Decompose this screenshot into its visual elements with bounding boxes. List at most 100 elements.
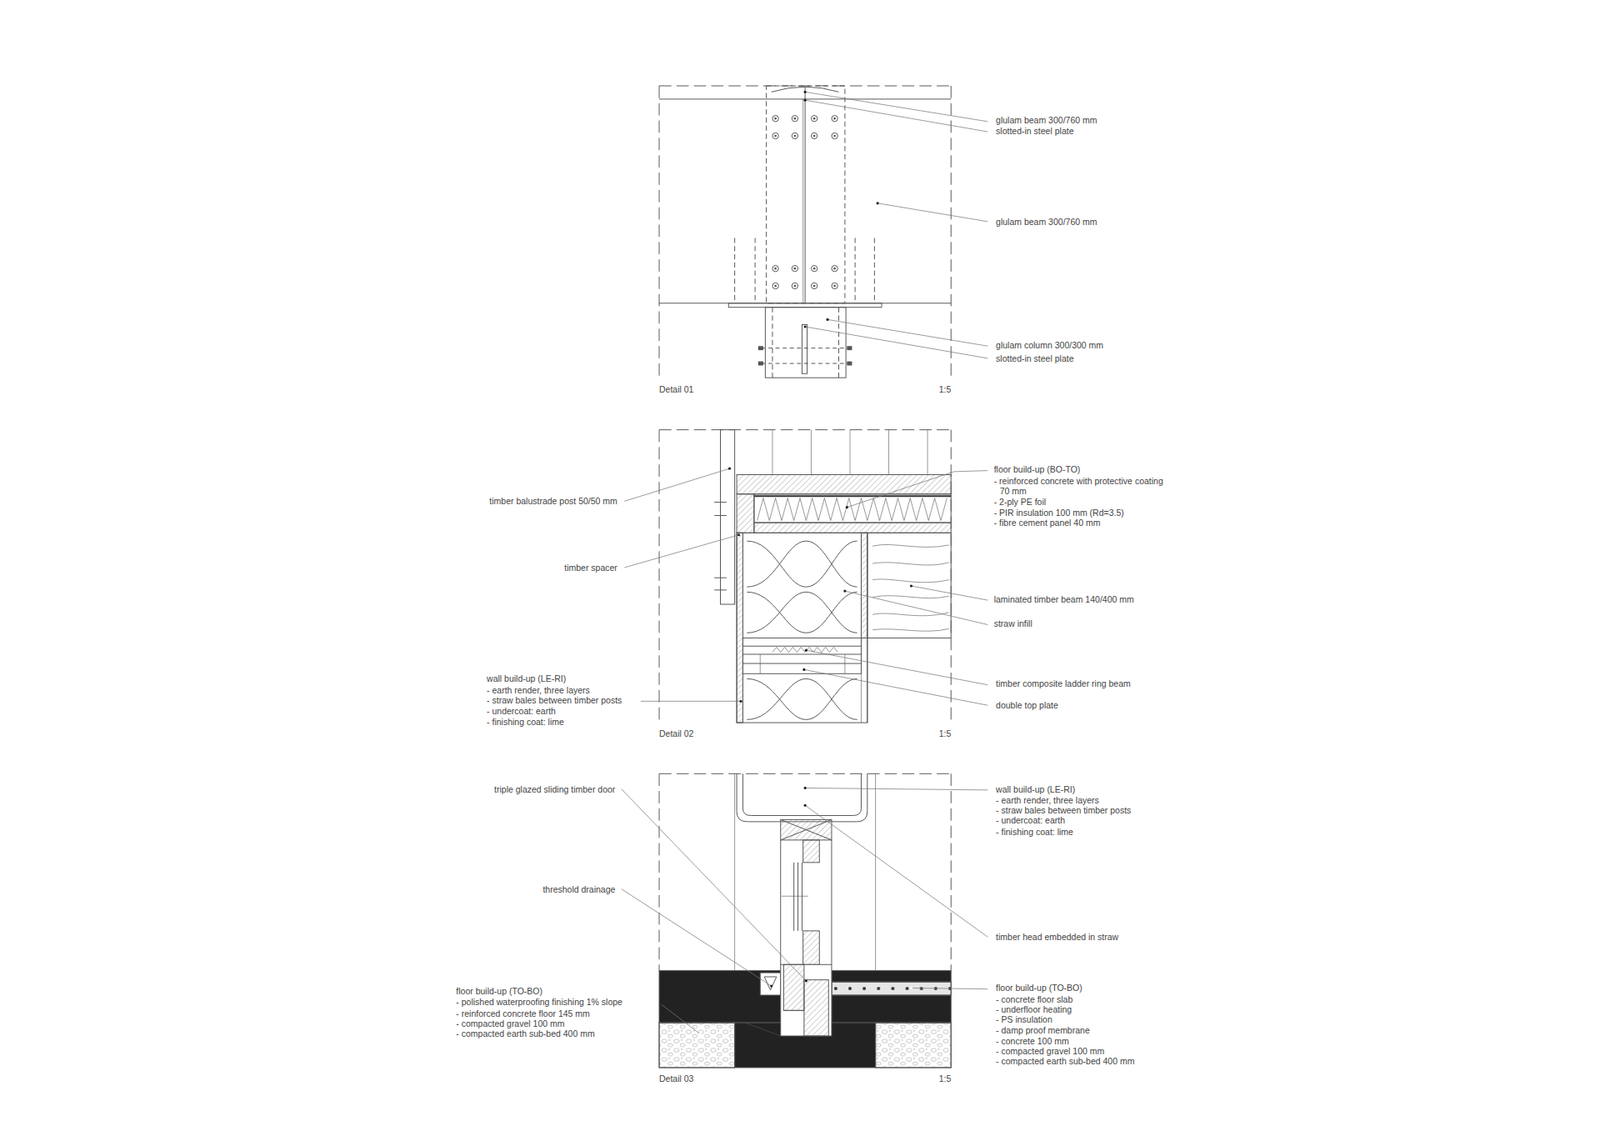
drawing-stroke bbox=[714, 501, 727, 503]
drawing-stroke bbox=[746, 591, 857, 633]
drawing-stroke bbox=[772, 265, 779, 272]
drawing-stroke bbox=[754, 522, 951, 533]
drawing-stroke bbox=[875, 201, 879, 205]
drawing-stroke bbox=[810, 282, 817, 289]
drawing-stroke bbox=[810, 115, 817, 122]
drawing-stroke bbox=[791, 265, 798, 272]
drawing-stroke bbox=[950, 773, 952, 970]
annotation-label: - straw bales between timber posts bbox=[486, 695, 622, 705]
annotation-label: - undercoat: earth bbox=[486, 705, 556, 716]
drawing-stroke bbox=[810, 132, 817, 139]
drawing-stroke bbox=[872, 579, 950, 583]
drawing-stroke bbox=[831, 282, 838, 289]
drawing-stroke bbox=[867, 532, 951, 638]
drawing-stroke bbox=[797, 862, 799, 931]
drawing-stroke bbox=[845, 505, 849, 509]
drawing-stroke bbox=[772, 115, 838, 290]
drawing-stroke bbox=[659, 970, 781, 1023]
drawing-stroke bbox=[746, 678, 857, 720]
leader-lines bbox=[621, 91, 989, 1034]
drawing-stroke bbox=[771, 307, 773, 378]
drawing-stroke bbox=[805, 979, 808, 982]
drawing-stroke bbox=[791, 132, 798, 139]
drawing-stroke bbox=[872, 595, 950, 599]
drawing-stroke bbox=[805, 649, 808, 652]
drawing-stroke bbox=[845, 590, 988, 625]
annotation-label: - compacted gravel 100 mm bbox=[995, 1045, 1105, 1056]
annotation-label: - finishing coat: lime bbox=[995, 826, 1074, 837]
drawing-stroke bbox=[791, 115, 798, 122]
drawing-stroke bbox=[844, 654, 845, 674]
drawing-stroke bbox=[804, 325, 807, 328]
drawing-stroke bbox=[621, 789, 807, 981]
drawing-stroke bbox=[872, 628, 950, 631]
drawing-stroke bbox=[742, 645, 861, 647]
drawing-stroke bbox=[874, 237, 875, 303]
drawing-stroke bbox=[736, 494, 755, 534]
drawing-stroke bbox=[766, 85, 845, 304]
annotation-label: - damp proof membrane bbox=[995, 1025, 1090, 1035]
drawing-stroke bbox=[830, 840, 832, 965]
drawing-stroke bbox=[736, 532, 743, 723]
annotation-label: - concrete 100 mm bbox=[995, 1035, 1070, 1046]
drawing-stroke bbox=[831, 265, 838, 272]
annotation-label: - compacted earth sub-bed 400 mm bbox=[995, 1055, 1135, 1066]
annotation-label: - undercoat: earth bbox=[995, 815, 1065, 825]
drawing-stroke bbox=[803, 930, 820, 965]
annotation-label: timber balustrade post 50/50 mm bbox=[489, 495, 618, 506]
annotation-label: 1:5 bbox=[939, 1073, 952, 1084]
drawing-stroke bbox=[794, 267, 797, 270]
drawing-stroke bbox=[736, 475, 951, 495]
drawing-stroke bbox=[728, 303, 882, 308]
annotation-label: - earth render, three layers bbox=[995, 795, 1100, 805]
drawing-stroke bbox=[875, 1022, 952, 1068]
annotation-label: - finishing coat: lime bbox=[486, 716, 565, 727]
drawing-stroke bbox=[739, 700, 742, 703]
drawing-stroke bbox=[872, 562, 950, 565]
drawing-stroke bbox=[742, 773, 861, 815]
drawing-stroke bbox=[714, 589, 727, 590]
drawing-stroke bbox=[794, 285, 797, 288]
drawing-stroke bbox=[772, 115, 779, 122]
drawing-stroke bbox=[714, 577, 727, 579]
drawing-stroke bbox=[804, 669, 988, 705]
drawing-stroke bbox=[877, 203, 988, 222]
drawing-stroke bbox=[640, 700, 741, 702]
drawing-stroke bbox=[846, 345, 852, 350]
drawing-stroke bbox=[772, 646, 838, 652]
annotation-label: laminated timber beam 140/400 mm bbox=[994, 594, 1135, 605]
annotation-label: triple glazed sliding timber door bbox=[494, 784, 615, 795]
drawing-stroke bbox=[765, 307, 846, 378]
drawing-stroke bbox=[621, 889, 772, 986]
drawing-stroke bbox=[833, 117, 836, 120]
annotation-label: 1:5 bbox=[939, 728, 952, 739]
annotation-label: glulam beam 300/760 mm bbox=[995, 115, 1097, 125]
drawing-stroke bbox=[659, 773, 951, 775]
drawing-stroke bbox=[802, 668, 805, 671]
drawing-stroke bbox=[659, 430, 660, 723]
annotation-label: 1:5 bbox=[939, 384, 952, 395]
drawing-stroke bbox=[833, 267, 836, 270]
drawing-stroke bbox=[624, 535, 739, 568]
drawing-stroke bbox=[758, 361, 764, 366]
drawing-stroke bbox=[734, 773, 735, 970]
drawing-stroke bbox=[805, 91, 988, 122]
drawing-stroke bbox=[804, 786, 807, 790]
drawing-stroke bbox=[734, 237, 735, 303]
drawing-stroke bbox=[810, 265, 817, 272]
drawing-stroke bbox=[803, 840, 820, 863]
drawing-stroke bbox=[624, 468, 730, 501]
drawing-stroke bbox=[813, 117, 816, 120]
drawing-stroke bbox=[793, 862, 795, 931]
drawing-stroke bbox=[659, 773, 660, 970]
drawing-stroke bbox=[810, 430, 812, 475]
drawing-stroke bbox=[805, 100, 988, 132]
drawing-stroke bbox=[659, 1022, 735, 1068]
annotation-label: Detail 01 bbox=[659, 384, 694, 395]
annotation-label: - earth render, three layers bbox=[486, 685, 590, 695]
drawing-stroke bbox=[850, 430, 851, 475]
drawing-stroke bbox=[804, 804, 807, 807]
drawing-stroke bbox=[831, 115, 838, 122]
drawing-stroke bbox=[745, 1022, 781, 1036]
detail-02-drawing bbox=[659, 430, 951, 723]
